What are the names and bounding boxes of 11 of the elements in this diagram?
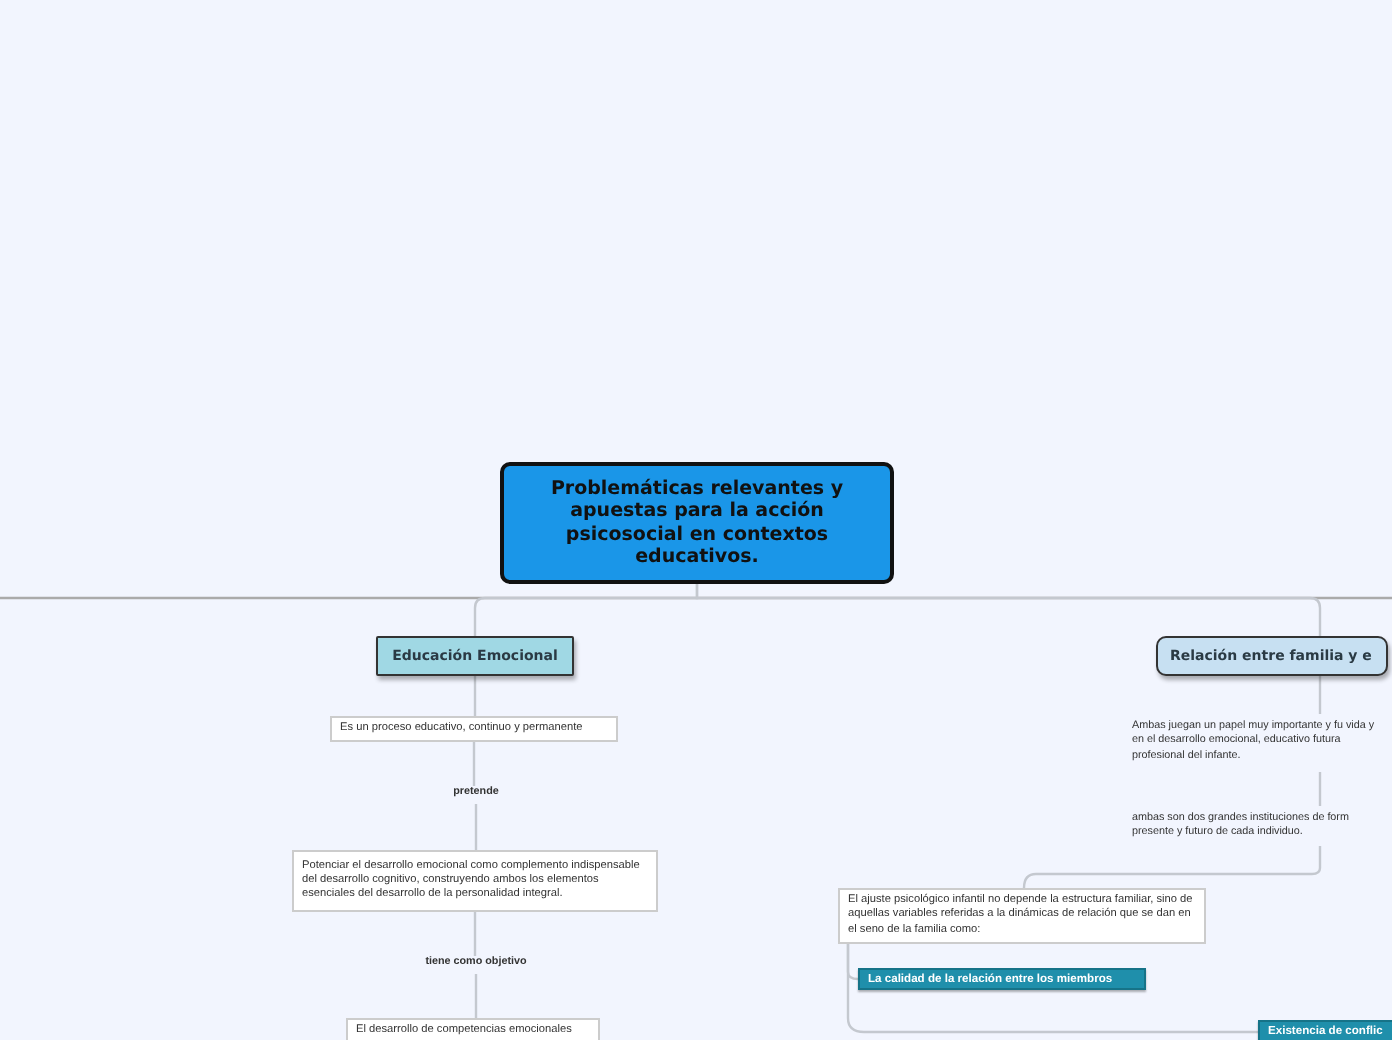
connector-line [473, 912, 477, 956]
connector-line [1318, 772, 1322, 806]
connector-line [472, 742, 476, 786]
connector-line [474, 804, 478, 850]
connector-line [1022, 846, 1322, 889]
connector-line [473, 676, 477, 716]
connector-line [695, 584, 1322, 636]
central-topic: Problemáticas relevantes y apuestas para la acción psicosocial en contextos educativos. [500, 462, 894, 584]
connector-line [474, 974, 478, 1018]
connector-line [846, 940, 1258, 1034]
connector-line [1318, 676, 1322, 714]
